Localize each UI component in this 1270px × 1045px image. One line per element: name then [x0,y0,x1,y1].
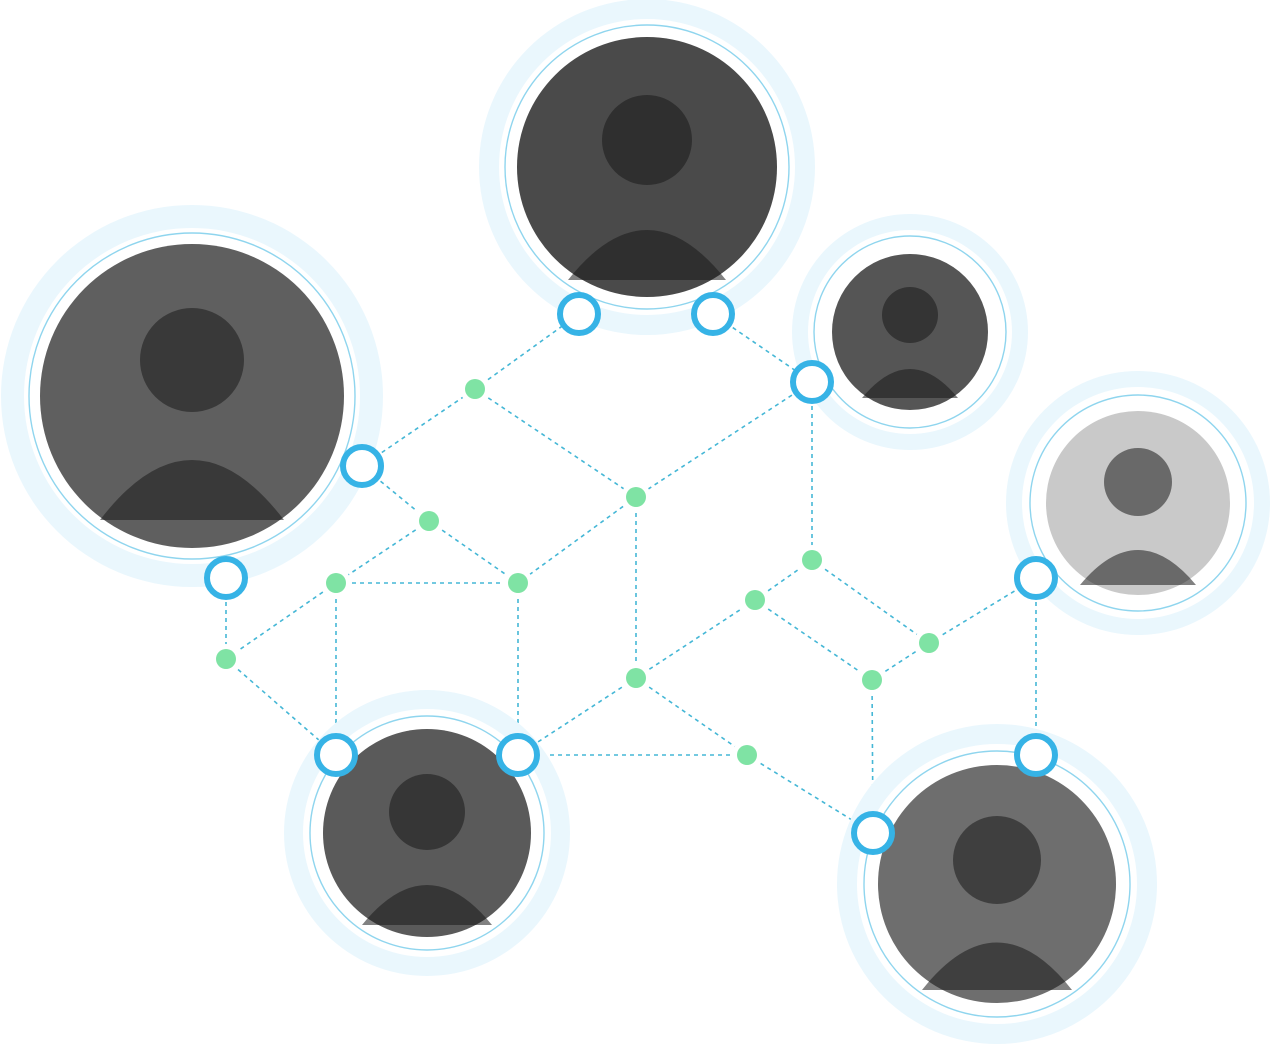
junction-node [797,545,827,575]
junction-node [321,568,351,598]
port-node [851,811,895,855]
port-node [314,733,358,777]
edge [635,599,756,679]
port-node [1014,733,1058,777]
port-node [691,292,735,336]
edge [754,599,873,681]
edge [361,388,476,467]
edge [225,582,337,660]
junction-node [460,374,490,404]
avatar-woman-smiling [284,690,570,976]
port-nodes [204,292,1058,855]
junction-node [857,665,887,695]
edge [225,658,337,756]
person-icon [922,816,1072,990]
junction-node [914,628,944,658]
person-icon [1080,448,1196,585]
junction-node [621,663,651,693]
junction-node [740,585,770,615]
edge [811,559,930,644]
junction-node [621,482,651,512]
edge [335,520,430,584]
port-node [790,360,834,404]
port-node [340,444,384,488]
edge [517,496,637,584]
person-icon [100,308,284,520]
person-icon [362,774,492,925]
avatar-man-beard [1006,371,1270,635]
port-node [204,556,248,600]
port-node [557,292,601,336]
junction-node [414,506,444,536]
avatar-woman-knit-hat [1,205,383,587]
person-icon [568,95,726,280]
edge [474,388,637,498]
junction-node [732,740,762,770]
junction-node [503,568,533,598]
edge [635,381,813,498]
junction-nodes [211,374,944,770]
edge [635,677,748,756]
port-node [496,733,540,777]
edge [871,679,874,834]
person-icon [862,287,958,398]
avatar-woman-long-hair [837,724,1157,1044]
edge [428,520,519,584]
avatar-woman-glasses [792,214,1028,450]
avatar-man-glasses [479,0,815,335]
port-node [1014,556,1058,600]
junction-node [211,644,241,674]
